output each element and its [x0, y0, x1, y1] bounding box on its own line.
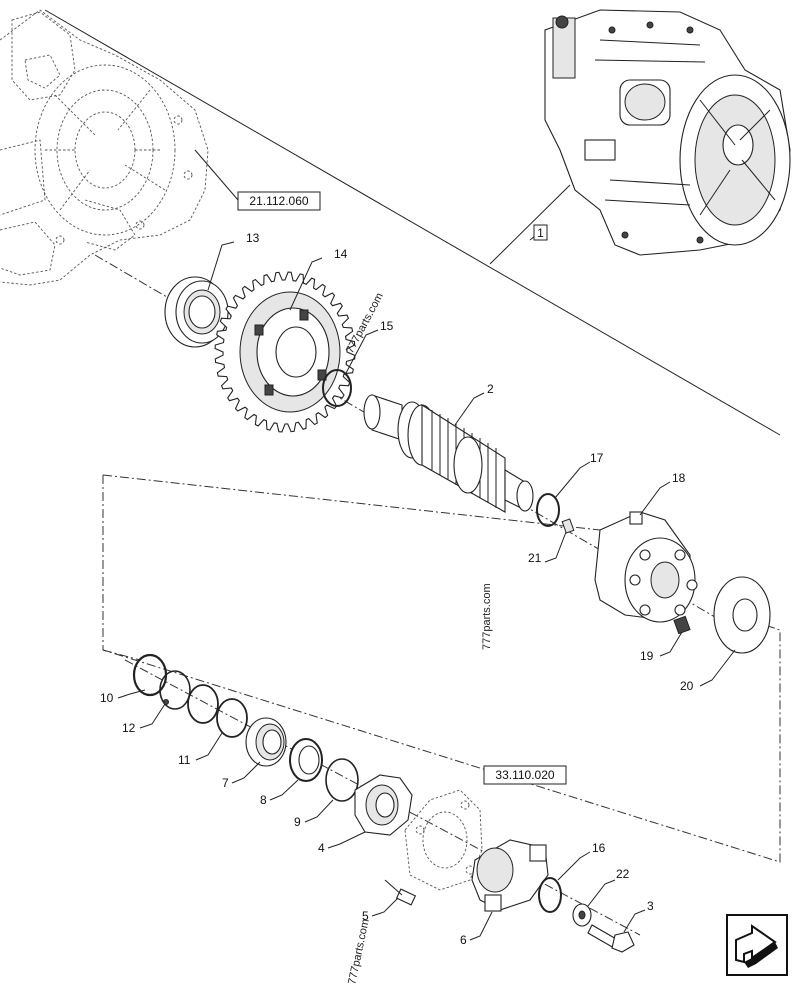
callout-13: 13 [246, 231, 260, 245]
part-9-oring [325, 758, 359, 802]
callout-14: 14 [334, 247, 348, 261]
callout-4: 4 [318, 841, 325, 855]
callout-leaders [117, 241, 736, 941]
callout-21: 21 [528, 551, 542, 565]
ref-box-33-110-020[interactable]: 33.110.020 [483, 765, 567, 785]
callout-15: 15 [380, 319, 394, 333]
part-20-disc [713, 576, 771, 654]
transmission-inset [544, 9, 791, 256]
part-4-flange [354, 774, 413, 836]
ref-box-1[interactable]: 1 [533, 224, 548, 241]
callout-20: 20 [680, 679, 694, 693]
callout-2: 2 [487, 382, 494, 396]
ref-label-1: 1 [537, 226, 544, 240]
part-11-rings [187, 684, 248, 738]
part-6-yoke [471, 839, 549, 912]
next-page-arrow-icon[interactable] [726, 914, 788, 976]
housing-ghost [0, 9, 209, 286]
part-12-circlip [159, 670, 191, 710]
callout-numbers: 13 14 15 2 17 21 18 19 20 10 12 11 7 8 9… [100, 231, 694, 947]
callout-9: 9 [294, 815, 301, 829]
callout-10: 10 [100, 691, 114, 705]
part-16-ring [538, 877, 562, 913]
callout-16: 16 [592, 841, 606, 855]
part-17-ring [536, 493, 560, 527]
part-13-bearing [164, 276, 229, 348]
part-22-washer [572, 903, 592, 927]
part-10-ring [132, 653, 168, 697]
callout-12: 12 [122, 721, 136, 735]
part-7-bearing [245, 717, 287, 767]
ref-label-21: 21.112.060 [249, 194, 308, 208]
part-15-ring [322, 369, 352, 407]
ref-label-33: 33.110.020 [495, 768, 554, 782]
watermark-bottom: 777parts.com [346, 918, 372, 985]
part-8-seal [289, 738, 323, 782]
part-19-spring [673, 615, 691, 635]
watermarks: 777parts.com 777parts.com 777parts.com [344, 291, 493, 985]
callout-3: 3 [647, 899, 654, 913]
part-5-bolt [384, 879, 417, 906]
part-3-bolt [587, 924, 635, 953]
callout-17: 17 [590, 451, 604, 465]
callout-7: 7 [222, 776, 229, 790]
part-21-pin [561, 518, 575, 534]
watermark-middle: 777parts.com [481, 583, 493, 650]
part-14-gear [214, 271, 356, 433]
part-18-hub [594, 511, 698, 623]
ref-33-housing [404, 789, 483, 891]
callout-19: 19 [640, 649, 654, 663]
callout-22: 22 [616, 867, 630, 881]
callout-18: 18 [672, 471, 686, 485]
callout-5: 5 [362, 909, 369, 923]
callout-6: 6 [460, 933, 467, 947]
callout-11: 11 [178, 753, 191, 767]
callout-8: 8 [260, 793, 267, 807]
ref-box-21-112-060[interactable]: 21.112.060 [237, 191, 321, 211]
part-2-shaft [363, 394, 534, 513]
